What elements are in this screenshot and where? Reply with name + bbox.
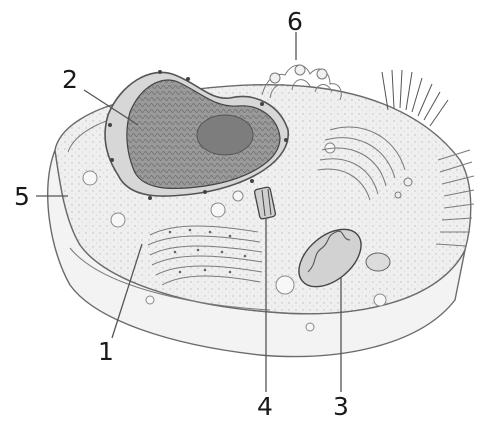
- label-5: 5: [14, 182, 30, 211]
- label-4: 4: [257, 392, 273, 421]
- nucleolus: [197, 115, 253, 155]
- label-6: 6: [287, 7, 303, 36]
- label-3: 3: [333, 392, 349, 421]
- label-1: 1: [98, 337, 114, 366]
- label-2: 2: [62, 65, 78, 94]
